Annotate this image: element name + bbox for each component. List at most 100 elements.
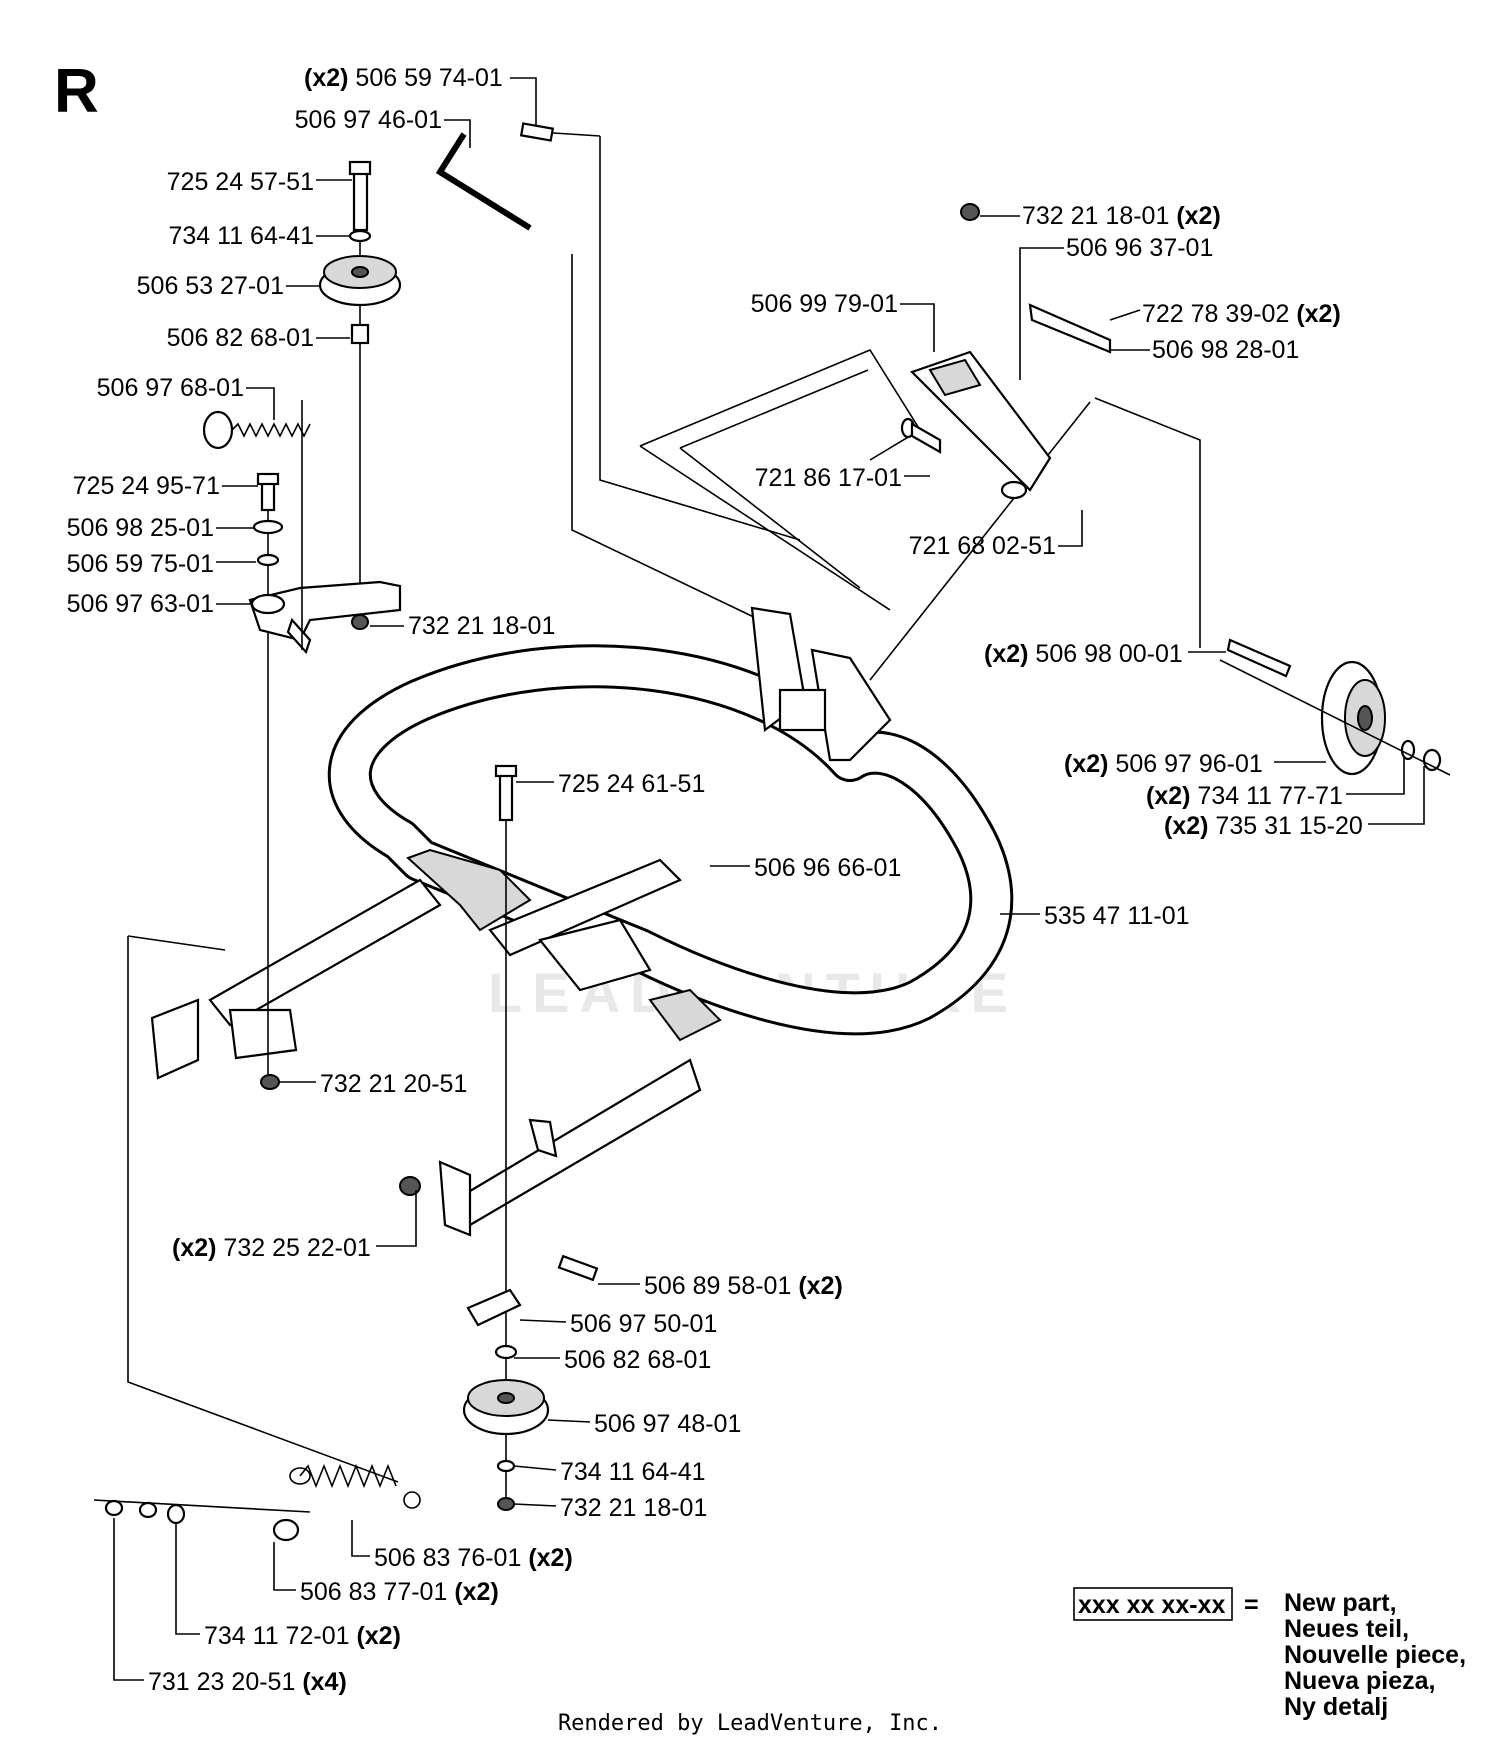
callout: 506 89 58-01 (x2) (644, 1272, 843, 1300)
callout: 506 82 68-01 (564, 1346, 711, 1374)
callout-qty: (x2) (798, 1272, 842, 1300)
callout-leaders (113, 77, 1425, 1681)
callout-part-number: 725 24 61-51 (558, 770, 705, 798)
callout: 506 98 28-01 (1152, 336, 1299, 364)
callout: 506 99 79-01 (751, 290, 898, 318)
callout-part-number: 506 89 58-01 (644, 1272, 791, 1300)
callout-part-number: 506 98 28-01 (1152, 336, 1299, 364)
callout-qty: (x2) (1164, 812, 1208, 840)
callout-qty: (x2) (528, 1544, 572, 1572)
footer-credit: Rendered by LeadVenture, Inc. (558, 1711, 942, 1736)
callout-part-number: 506 53 27-01 (137, 272, 284, 300)
callout: (x2) 506 59 74-01 (304, 64, 503, 92)
callout: 732 21 18-01 (560, 1494, 707, 1522)
callout-part-number: 506 59 75-01 (67, 550, 214, 578)
callout-part-number: 732 21 20-51 (320, 1070, 467, 1098)
callout: 725 24 61-51 (558, 770, 705, 798)
callout-part-number: 725 24 57-51 (167, 168, 314, 196)
callout-qty: (x2) (1296, 300, 1340, 328)
callout-part-number: 506 98 25-01 (67, 514, 214, 542)
legend-sample-box (1073, 1587, 1233, 1621)
callout-part-number: 506 97 50-01 (570, 1310, 717, 1338)
callout: (x2) 506 98 00-01 (984, 640, 1183, 668)
callout-part-number: 506 83 76-01 (374, 1544, 521, 1572)
callout-qty: (x2) (356, 1622, 400, 1650)
callout: 506 83 76-01 (x2) (374, 1544, 573, 1572)
callout: 722 78 39-02 (x2) (1142, 300, 1341, 328)
callout-part-number: 506 97 63-01 (67, 590, 214, 618)
legend-line: Ny detalj (1284, 1693, 1388, 1721)
callout: 725 24 57-51 (167, 168, 314, 196)
callout: 506 96 66-01 (754, 854, 901, 882)
callout-part-number: 732 25 22-01 (223, 1234, 370, 1262)
callout-part-number: 732 21 18-01 (560, 1494, 707, 1522)
callout: 506 97 50-01 (570, 1310, 717, 1338)
legend-equals: = (1244, 1591, 1259, 1619)
callout-part-number: 506 82 68-01 (564, 1346, 711, 1374)
callout: (x2) 734 11 77-71 (1146, 782, 1343, 810)
callout-part-number: 506 97 46-01 (295, 106, 442, 134)
callout-part-number: 734 11 64-41 (169, 222, 315, 250)
callout-qty: (x2) (172, 1234, 216, 1262)
callout: 721 68 02-51 (909, 532, 1056, 560)
callout: 732 21 18-01 (x2) (1022, 202, 1221, 230)
callout-part-number: 734 11 64-41 (560, 1458, 706, 1486)
callout: 506 59 75-01 (67, 550, 214, 578)
section-letter: R (54, 57, 99, 126)
assembly-drawing (93, 122, 1451, 1542)
callout: 731 23 20-51 (x4) (148, 1668, 347, 1696)
callout: 734 11 64-41 (169, 222, 315, 250)
callout-part-number: 506 59 74-01 (355, 64, 502, 92)
callout-qty: (x2) (454, 1578, 498, 1606)
callout-part-number: 506 99 79-01 (751, 290, 898, 318)
legend-line: Nueva pieza, (1284, 1667, 1435, 1695)
callout: 506 97 63-01 (67, 590, 214, 618)
new-part-legend: xxx xx xx-xx = New part, Neues teil, Nou… (1073, 1587, 1466, 1721)
legend-line: New part, (1284, 1589, 1397, 1617)
callout-qty: (x4) (302, 1668, 346, 1696)
callout: 506 97 46-01 (295, 106, 442, 134)
legend-line: Neues teil, (1284, 1615, 1409, 1643)
callout-part-number: 721 68 02-51 (909, 532, 1056, 560)
callout: (x2) 735 31 15-20 (1164, 812, 1363, 840)
legend-sample: xxx xx xx-xx (1078, 1591, 1225, 1619)
callout-part-number: 535 47 11-01 (1044, 902, 1190, 930)
callout-qty: (x2) (984, 640, 1028, 668)
callout-part-number: 506 97 48-01 (594, 1410, 741, 1438)
callout: (x2) 506 97 96-01 (1064, 750, 1263, 778)
callout-part-number: 506 98 00-01 (1035, 640, 1182, 668)
callout-part-number: 506 96 66-01 (754, 854, 901, 882)
callout-part-number: 506 97 68-01 (97, 374, 244, 402)
callout: 506 97 68-01 (97, 374, 244, 402)
callout-part-number: 506 96 37-01 (1066, 234, 1213, 262)
callout-part-number: 731 23 20-51 (148, 1668, 295, 1696)
callout: 734 11 64-41 (560, 1458, 706, 1486)
callout: 721 86 17-01 (755, 464, 902, 492)
callout-qty: (x2) (1176, 202, 1220, 230)
callout-part-number: 734 11 77-71 (1197, 782, 1343, 810)
callout-part-number: 721 86 17-01 (755, 464, 902, 492)
callout-qty: (x2) (1146, 782, 1190, 810)
callout: 506 83 77-01 (x2) (300, 1578, 499, 1606)
callout-part-number: 734 11 72-01 (204, 1622, 350, 1650)
callout: 535 47 11-01 (1044, 902, 1190, 930)
callout: 506 98 25-01 (67, 514, 214, 542)
callout-qty: (x2) (304, 64, 348, 92)
callout-part-number: 732 21 18-01 (1022, 202, 1169, 230)
callout: 506 97 48-01 (594, 1410, 741, 1438)
callout: 732 21 18-01 (408, 612, 555, 640)
callout: 506 53 27-01 (137, 272, 284, 300)
callout: 725 24 95-71 (73, 472, 220, 500)
callout-part-number: 506 97 96-01 (1115, 750, 1262, 778)
callout-part-number: 722 78 39-02 (1142, 300, 1289, 328)
callout-qty: (x2) (1064, 750, 1108, 778)
callout-part-number: 732 21 18-01 (408, 612, 555, 640)
callout: (x2) 732 25 22-01 (172, 1234, 371, 1262)
callout: 734 11 72-01 (x2) (204, 1622, 401, 1650)
callout: 506 96 37-01 (1066, 234, 1213, 262)
callout-part-number: 506 82 68-01 (167, 324, 314, 352)
callout: 732 21 20-51 (320, 1070, 467, 1098)
callout-part-number: 725 24 95-71 (73, 472, 220, 500)
legend-line: Nouvelle piece, (1284, 1641, 1466, 1669)
